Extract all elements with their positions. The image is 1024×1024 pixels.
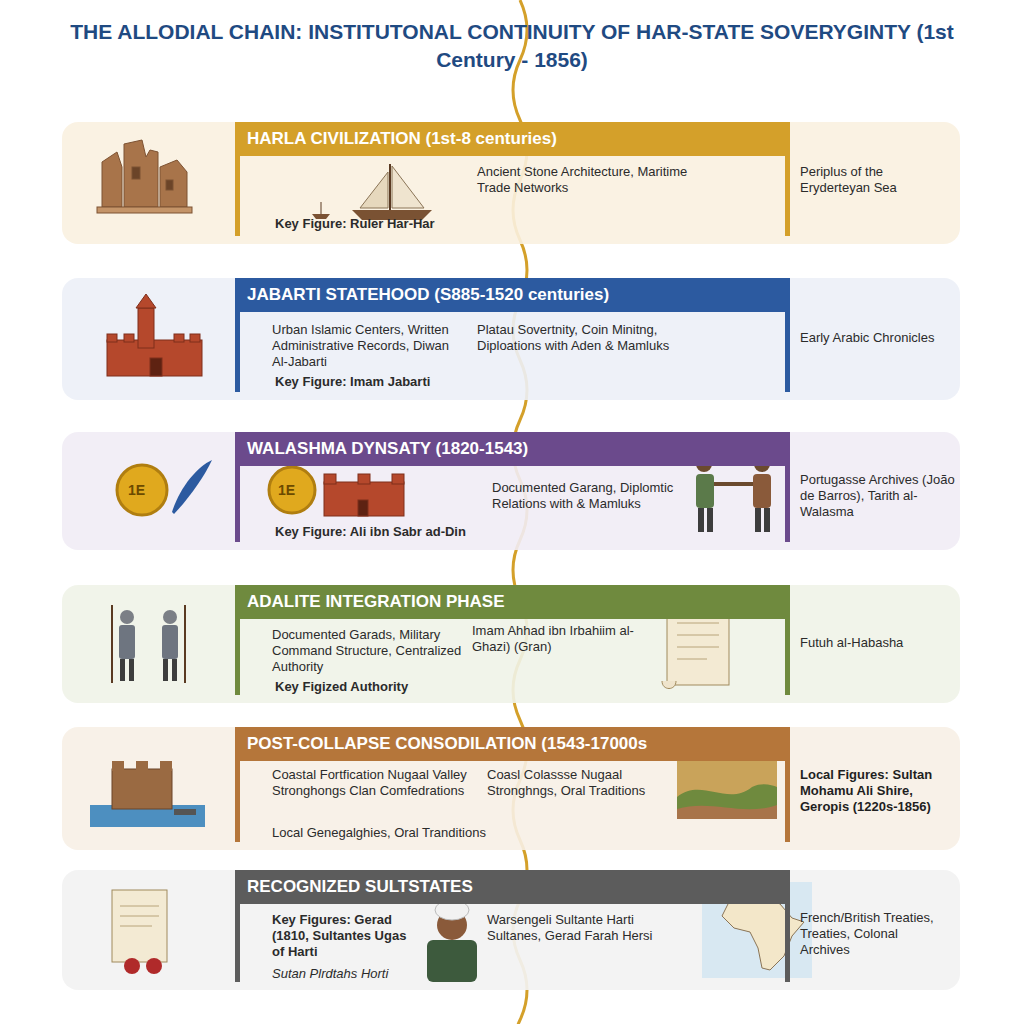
band-heading: WALASHMA DYNSATY (1820-1543) bbox=[247, 438, 528, 460]
band-heading: RECOGNIZED SULTSTATES bbox=[247, 876, 473, 898]
band-text: Local Genegalghies, Oral Tranditions bbox=[272, 825, 542, 841]
band-text: Key Figized Authority bbox=[275, 679, 495, 695]
band-text: Platau Sovertnity, Coin Minitng, Diploat… bbox=[477, 322, 707, 354]
band-text: Early Arabic Chronicles bbox=[800, 330, 950, 346]
soldiers bbox=[112, 605, 185, 683]
band-heading: POST-COLLAPSE CONSODILATION (1543-17000s bbox=[247, 733, 647, 755]
coin bbox=[269, 467, 315, 513]
timeline-band: WALASHMA DYNSATY (1820-1543) Documented G… bbox=[62, 432, 960, 550]
band-text: Warsengeli Sultante Harti Sultanes, Gera… bbox=[487, 912, 677, 944]
ruins bbox=[97, 140, 192, 213]
band-text: French/British Treaties, Treaties, Colon… bbox=[800, 910, 950, 958]
coin-label: 1E bbox=[278, 482, 295, 498]
band-text: Ancient Stone Architecture, Maritime Tra… bbox=[477, 164, 707, 196]
band-text: Local Figures: Sultan Mohamu Ali Shire, … bbox=[800, 767, 950, 815]
coin bbox=[117, 465, 167, 515]
coastal-fort bbox=[90, 761, 205, 827]
treaty-document bbox=[112, 890, 167, 974]
handshake-figures bbox=[696, 456, 771, 532]
band-text: Coasl Colassse Nugaal Stronghngs, Oral T… bbox=[487, 767, 652, 799]
band-heading: HARLA CIVILIZATION (1st-8 centuries) bbox=[247, 128, 557, 150]
timeline-band: JABARTI STATEHOOD (S885-1520 centuries) U… bbox=[62, 278, 960, 400]
band-text: Urban Islamic Centers, Written Administr… bbox=[272, 322, 467, 370]
landscape bbox=[677, 757, 777, 819]
band-text: Imam Ahhad ibn Irbahiim al-Ghazi) (Gran) bbox=[472, 623, 647, 655]
ship bbox=[312, 164, 432, 220]
band-heading: ADALITE INTEGRATION PHASE bbox=[247, 591, 505, 613]
title: THE ALLODIAL CHAIN: INSTITUTONAL CONTINU… bbox=[30, 18, 994, 74]
timeline-band: HARLA CIVILIZATION (1st-8 centuries) Anci… bbox=[62, 122, 960, 244]
band-text: Coastal Fortfication Nugaal Valley Stron… bbox=[272, 767, 472, 799]
band-text: Sutan Plrdtahs Horti bbox=[272, 966, 422, 982]
sultan-portrait bbox=[427, 900, 477, 982]
fort bbox=[107, 294, 202, 376]
timeline-band: POST-COLLAPSE CONSODILATION (1543-17000s… bbox=[62, 727, 960, 850]
band-text: Futuh al-Habasha bbox=[800, 635, 950, 651]
timeline-band: ADALITE INTEGRATION PHASE Documented Gara… bbox=[62, 585, 960, 703]
timeline-band: RECOGNIZED SULTSTATES Key Figures: Gerad … bbox=[62, 870, 960, 990]
band-text: Periplus of the Eryderteyan Sea bbox=[800, 164, 950, 196]
quill bbox=[172, 460, 212, 514]
band-text: Portugasse Archives (João de Barros), Ta… bbox=[800, 472, 955, 520]
band-text: Key Figures: Gerad (1810, Sultantes Ugas… bbox=[272, 912, 422, 960]
band-text: Key Figure: Imam Jabarti bbox=[275, 374, 495, 390]
coin-label: 1E bbox=[128, 482, 145, 498]
band-heading: JABARTI STATEHOOD (S885-1520 centuries) bbox=[247, 284, 609, 306]
band-text: Key Figure: Ruler Har-Har bbox=[275, 216, 495, 232]
fort bbox=[324, 474, 404, 516]
band-text: Documented Garads, Military Command Stru… bbox=[272, 627, 462, 675]
band-text: Key Figure: Ali ibn Sabr ad-Din bbox=[275, 524, 495, 540]
band-text: Documented Garang, Diplomtic Relations w… bbox=[492, 480, 682, 512]
